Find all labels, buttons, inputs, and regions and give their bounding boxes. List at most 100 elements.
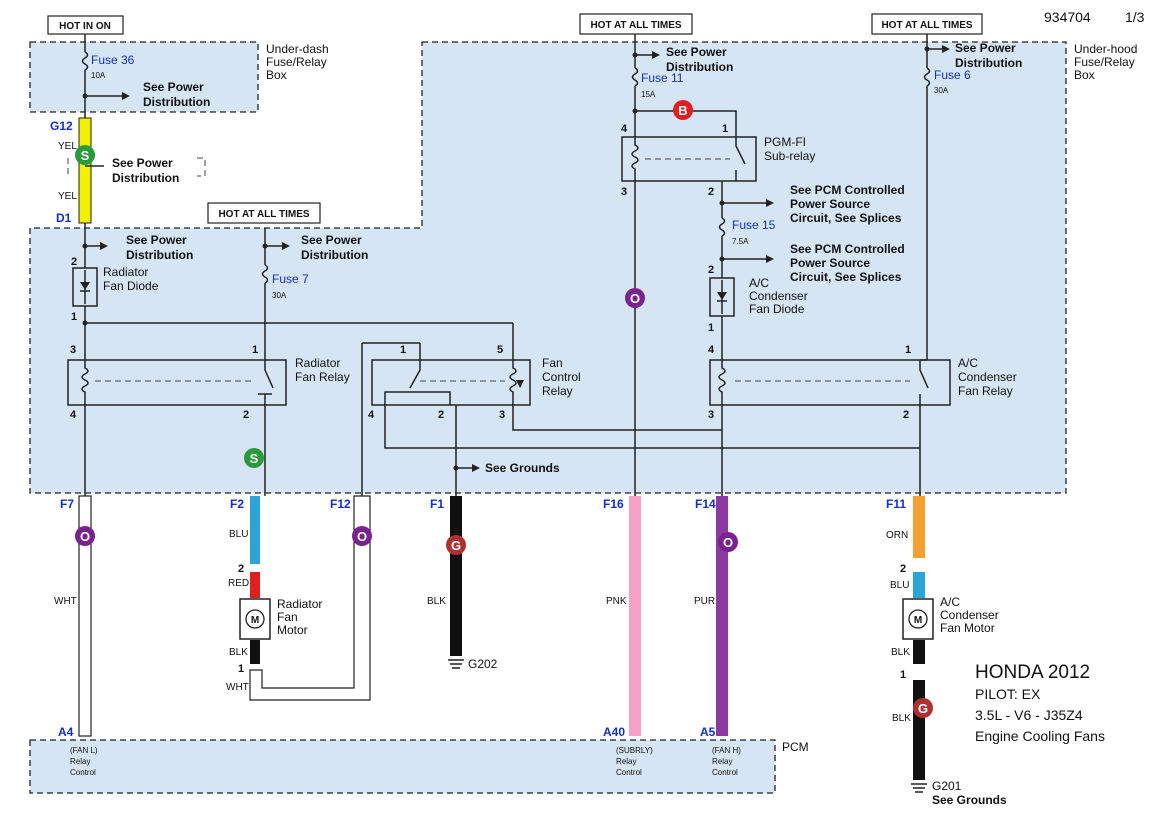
pin-2: 2 (708, 186, 714, 198)
diode-icon (516, 380, 524, 388)
underdash-label-2: Fuse/Relay (266, 55, 327, 69)
red-wire (250, 572, 260, 598)
underdash-label-3: Box (266, 68, 287, 82)
pin-4: 4 (70, 409, 77, 421)
wire-color-blk: BLK (891, 647, 910, 658)
see-power-text: See Power (301, 233, 362, 247)
hot-all-times-label-3: HOT AT ALL TIMES (218, 209, 309, 220)
wire (384, 405, 920, 449)
underhood-label-2: Fuse/Relay (1074, 55, 1135, 69)
fan-ctrl-label-1: Fan (542, 356, 563, 370)
switch-circle-o (75, 526, 95, 546)
pcm-label: PCM (782, 740, 809, 754)
wire-color-orn: ORN (886, 530, 908, 541)
motor-icon-letter: M (914, 615, 922, 626)
pcm-pin-a40-2: Relay (616, 757, 636, 766)
see-grounds-text: See Grounds (485, 461, 560, 475)
fuse-15-rating: 7.5A (732, 237, 749, 246)
see-power-text: See Power (143, 80, 204, 94)
pcm-pin-a4-2: Relay (70, 757, 90, 766)
blu-wire (250, 496, 260, 564)
vehicle-model: PILOT: EX (975, 686, 1041, 702)
pcm-circuit-3: Circuit, See Splices (790, 270, 902, 284)
hot-all-times-label-1: HOT AT ALL TIMES (590, 20, 681, 31)
wire-color-wht: WHT (226, 682, 249, 693)
circle-letter: B (678, 103, 687, 118)
rad-motor-label-2: Fan (277, 610, 298, 624)
pin-1: 1 (400, 344, 406, 356)
ground-g201-see: See Grounds (932, 793, 1007, 807)
connector-f11: F11 (886, 497, 906, 511)
circle-letter: S (250, 451, 259, 466)
pin-1: 1 (900, 669, 906, 681)
circle-letter: O (630, 291, 640, 306)
switch-circle-b (673, 100, 693, 120)
pcm-pin-a5-3: Control (712, 768, 738, 777)
fan-control-relay (371, 359, 531, 406)
fuse-11-rating: 15A (641, 90, 656, 99)
connector-f7: F7 (60, 497, 74, 511)
pin-3: 3 (70, 344, 76, 356)
distribution-text: Distribution (301, 248, 368, 262)
diode-icon (717, 292, 727, 300)
pin-3: 3 (708, 409, 714, 421)
pcm-pin-a4-1: (FAN L) (70, 746, 98, 755)
fuse-15-name: Fuse 15 (732, 218, 776, 232)
pin-1: 1 (905, 344, 911, 356)
wire-color-blk: BLK (892, 713, 911, 724)
wire-color-blk: BLK (427, 596, 446, 607)
switch-circle-o (352, 526, 372, 546)
pin-1: 1 (238, 663, 244, 675)
hot-all-times-box-3 (207, 202, 321, 224)
pcm-circuit-1: See PCM Controlled (790, 242, 905, 256)
circle-letter: G (918, 701, 928, 716)
wire-color-yel-2: YEL (58, 191, 77, 202)
radiator-fan-motor (239, 598, 271, 640)
ac-motor-label-2: Condenser (940, 608, 999, 622)
distribution-text: Distribution (143, 95, 210, 109)
rad-relay-label-1: Radiator (295, 356, 340, 370)
see-power-text: See Power (666, 45, 727, 59)
pin-4: 4 (708, 344, 715, 356)
fuse-15-symbol (718, 217, 726, 237)
see-power-text: See Power (955, 41, 1016, 55)
pcm-pin-a5-1: (FAN H) (712, 746, 741, 755)
ac-motor-label-3: Fan Motor (940, 621, 995, 635)
connector-f14: F14 (695, 497, 716, 511)
pgm-label-2: Sub-relay (764, 149, 815, 163)
arrow-icon (766, 255, 774, 263)
underdash-label-1: Under-dash (266, 42, 329, 56)
relay-coil (718, 360, 726, 405)
distribution-text: Distribution (666, 60, 733, 74)
connector-f16: F16 (603, 497, 624, 511)
see-power-text: See Power (112, 156, 173, 170)
connector-f12: F12 (330, 497, 351, 511)
pcm-circuit-3: Circuit, See Splices (790, 211, 902, 225)
rad-motor-label-3: Motor (277, 623, 308, 637)
wire-color-red: RED (228, 578, 249, 589)
rad-relay-label-2: Fan Relay (295, 370, 350, 384)
wire-color-yel-1: YEL (58, 141, 77, 152)
pcm-pin-a40-1: (SUBRLY) (616, 746, 653, 755)
circle-letter: G (451, 538, 461, 553)
pcm-pin-a5-2: Relay (712, 757, 732, 766)
arrow-icon (652, 51, 660, 59)
ground-icon (448, 659, 464, 669)
relay-switch (919, 360, 929, 405)
connector-d1: D1 (56, 211, 72, 225)
vehicle-system: Engine Cooling Fans (975, 728, 1105, 744)
pnk-wire (629, 496, 641, 736)
rad-diode-label-1: Radiator (103, 265, 148, 279)
pin-5: 5 (497, 344, 503, 356)
orn-wire (913, 496, 925, 558)
ground-icon (911, 783, 927, 793)
relay-coil (81, 360, 89, 405)
blk-wire (913, 680, 925, 780)
relay-contacts (384, 391, 451, 405)
pur-wire (716, 496, 728, 736)
connector-a40: A40 (603, 725, 625, 739)
hot-in-on-label: HOT IN ON (59, 21, 111, 32)
hot-all-times-box-1 (579, 13, 693, 35)
connector-f2: F2 (230, 497, 244, 511)
